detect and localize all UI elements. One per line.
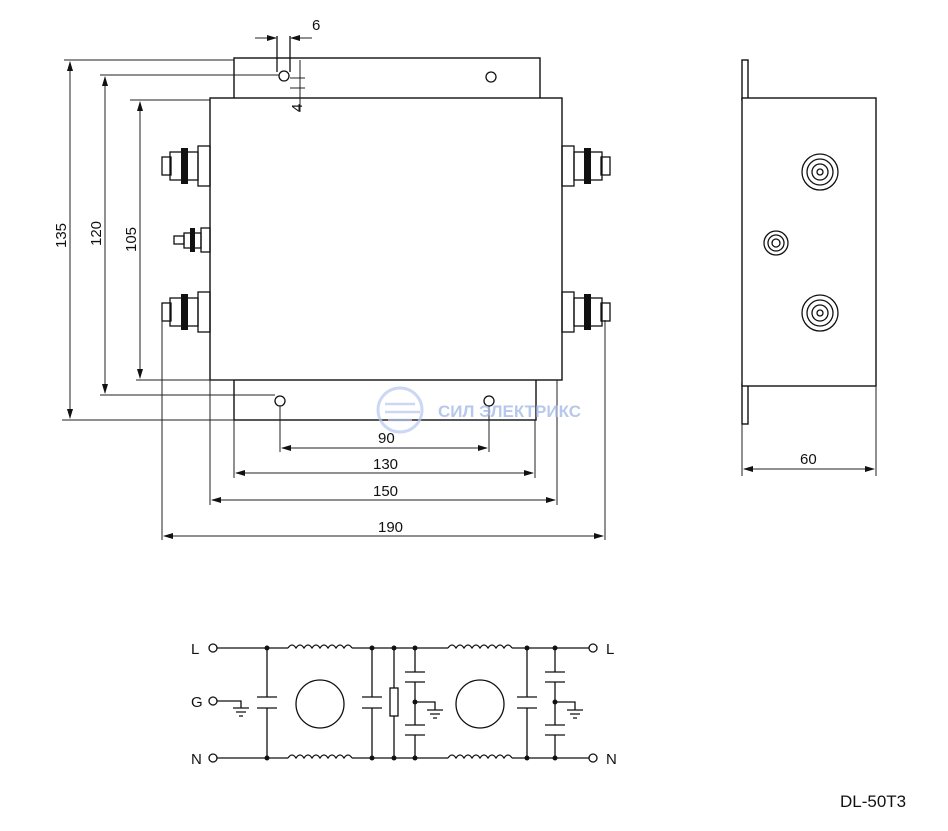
terminal-node <box>588 643 598 653</box>
watermark: СИЛ ЭЛЕКТРИКС <box>376 386 581 434</box>
dim-height-overall: 135 <box>53 223 70 248</box>
watermark-brand: СИЛ ЭЛЕКТРИКС <box>438 402 581 421</box>
dimension-lines <box>67 35 604 539</box>
label-right-line: L <box>606 641 614 658</box>
junction-dots <box>264 645 558 761</box>
dim-depth: 60 <box>800 451 817 468</box>
inductor <box>447 754 513 760</box>
dim-body-width: 150 <box>373 483 398 500</box>
x-capacitor <box>362 648 382 758</box>
terminal-left-neutral <box>161 291 211 333</box>
dim-flange-width: 130 <box>373 456 398 473</box>
side-flange-bottom <box>741 383 749 425</box>
circuit-wiring <box>208 643 598 763</box>
label-left-ground: G <box>191 694 203 711</box>
choke-core <box>455 679 505 729</box>
dim-height-body: 105 <box>123 227 140 252</box>
front-view: 6 4 135 120 105 90 130 150 190 <box>53 17 611 540</box>
label-right-neutral: N <box>606 751 617 768</box>
side-view: 60 <box>741 59 877 476</box>
inductor <box>287 644 353 650</box>
side-flange-top <box>741 59 749 101</box>
terminal-right-line <box>561 145 611 187</box>
label-left-neutral: N <box>191 751 202 768</box>
y-capacitor-pair <box>545 648 583 758</box>
side-body <box>741 97 877 387</box>
dim-height-mount: 120 <box>88 221 105 246</box>
terminal-node <box>208 753 218 763</box>
y-capacitor-pair <box>405 648 443 758</box>
watermark-logo-icon <box>376 386 424 434</box>
bleeder-resistor <box>389 648 399 758</box>
terminal-right-neutral <box>561 291 611 333</box>
inductor <box>447 644 513 650</box>
ground-icon <box>217 700 249 717</box>
side-extension-lines <box>741 386 877 476</box>
model-number: DL-50T3 <box>840 792 906 811</box>
mounting-slot-end <box>278 70 290 82</box>
dim-width-overall: 190 <box>378 519 403 536</box>
extension-lines <box>62 59 606 540</box>
filter-body <box>209 97 563 381</box>
dim-slot-width: 6 <box>312 17 320 34</box>
terminal-left-ground <box>173 227 211 253</box>
terminal-node <box>208 643 218 653</box>
terminal-stud-ground <box>763 230 789 256</box>
mounting-slot <box>276 36 291 72</box>
dim-slot-offset: 4 <box>289 104 306 112</box>
terminal-node <box>208 696 218 706</box>
terminal-stud-top <box>801 153 839 191</box>
choke-core <box>295 679 345 729</box>
circuit-schematic: L G N L N <box>191 641 617 768</box>
x-capacitor <box>517 648 537 758</box>
top-flange <box>233 57 541 101</box>
inductor <box>287 754 353 760</box>
dim-hole-spacing: 90 <box>378 430 395 447</box>
terminal-node <box>588 753 598 763</box>
terminal-left-line <box>161 145 211 187</box>
mounting-hole <box>485 71 497 83</box>
terminal-stud-bottom <box>801 294 839 332</box>
label-left-line: L <box>191 641 199 658</box>
x-capacitor <box>257 648 277 758</box>
